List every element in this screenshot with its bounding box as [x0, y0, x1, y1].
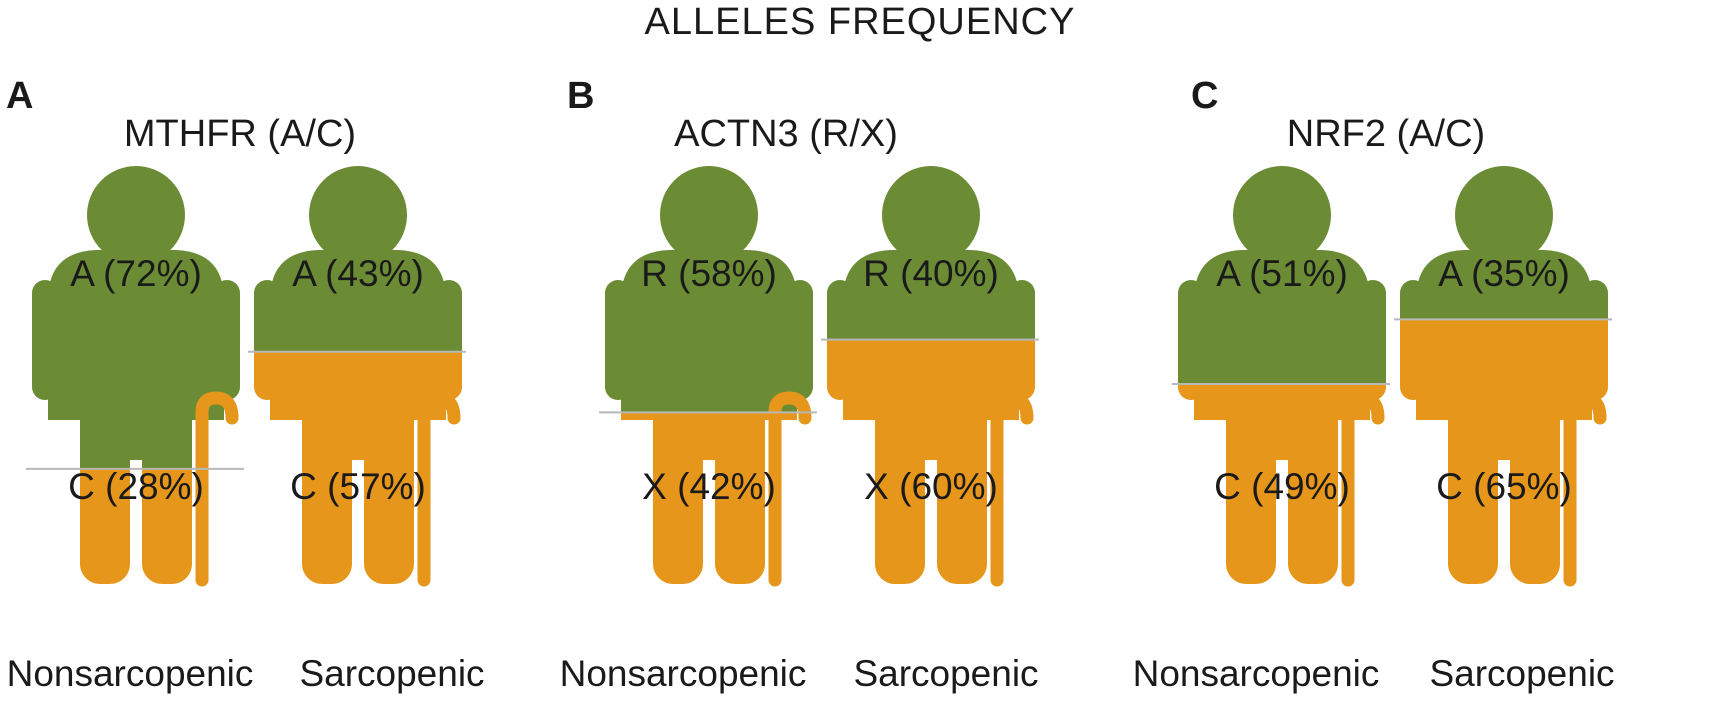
human-figure [599, 166, 817, 587]
allele-fill-top [827, 166, 1035, 340]
cane [768, 391, 812, 587]
allele-label-top: A (43%) [292, 253, 424, 294]
allele-label-bottom: C (28%) [68, 466, 204, 507]
allele-fill-bottom [1400, 319, 1608, 584]
human-figure [26, 166, 244, 587]
cane [990, 391, 1034, 587]
group-label: Sarcopenic [853, 653, 1039, 694]
panel-letter: C [1191, 75, 1219, 117]
panel-a: A MTHFR (A/C) A (72%) C (28%) A (43%) C (57… [0, 0, 570, 708]
gene-label: NRF2 (A/C) [1286, 113, 1486, 155]
panel-b: B ACTN3 (R/X) R (58%) X (42%) R (40%) X (60… [560, 0, 1143, 708]
group-label: Nonsarcopenic [559, 653, 807, 694]
cane [1341, 391, 1385, 587]
human-figure [821, 166, 1039, 587]
allele-fill-top [32, 166, 240, 469]
cane [417, 391, 461, 587]
allele-label-bottom: C (49%) [1214, 466, 1350, 507]
panel-c: C NRF2 (A/C) A (51%) C (49%) A (35%) C (65%… [1133, 0, 1716, 708]
allele-label-bottom: X (42%) [642, 466, 776, 507]
allele-label-bottom: C (65%) [1436, 466, 1572, 507]
pictogram-chart: A (72%) C (28%) A (43%) C (57%) [26, 166, 466, 587]
human-figure [1172, 166, 1390, 587]
group-label: Nonsarcopenic [1132, 653, 1380, 694]
pictogram-chart: R (58%) X (42%) R (40%) X (60%) [599, 166, 1039, 587]
allele-fill-bottom [605, 412, 813, 584]
allele-label-top: A (72%) [70, 253, 202, 294]
pictogram-chart: A (51%) C (49%) A (35%) C (65%) [1172, 166, 1612, 587]
group-label: Sarcopenic [1429, 653, 1615, 694]
gene-label: MTHFR (A/C) [123, 113, 357, 155]
cane [1563, 391, 1607, 587]
main-title: ALLELES FREQUENCY [644, 1, 1076, 43]
panel-letter: B [567, 75, 595, 117]
allele-label-bottom: C (57%) [290, 466, 426, 507]
group-label: Sarcopenic [299, 653, 485, 694]
cane [195, 391, 239, 587]
human-figure [1394, 166, 1612, 587]
human-figure [248, 166, 466, 587]
gene-label: ACTN3 (R/X) [674, 113, 898, 155]
allele-label-top: R (58%) [641, 253, 777, 294]
allele-label-top: A (35%) [1438, 253, 1570, 294]
allele-label-top: A (51%) [1216, 253, 1348, 294]
panel-letter: A [6, 75, 34, 117]
allele-fill-top [1400, 166, 1608, 320]
allele-label-bottom: X (60%) [864, 466, 998, 507]
group-label: Nonsarcopenic [6, 653, 254, 694]
allele-label-top: R (40%) [863, 253, 999, 294]
